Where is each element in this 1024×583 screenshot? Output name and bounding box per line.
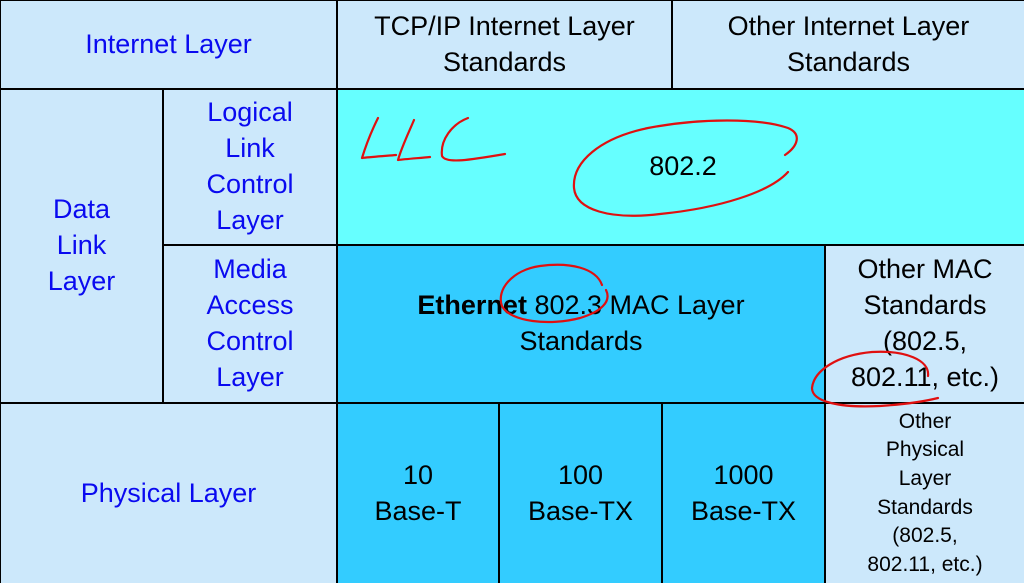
phys-1000base-tx-cell: 1000 Base-TX: [663, 404, 824, 583]
internet-layer-text: Internet Layer: [85, 28, 252, 59]
tcpip-internet-standards-cell: TCP/IP Internet Layer Standards: [338, 1, 671, 88]
other-internet-standards-cell: Other Internet Layer Standards: [673, 1, 1024, 88]
tcpip-internet-standards-text: TCP/IP Internet Layer Standards: [374, 10, 635, 77]
llc-layer-text: Logical Link Control Layer: [206, 97, 294, 235]
mac-standards-rest: 802.3 MAC Layer Standards: [519, 290, 745, 356]
llc-layer-label: Logical Link Control Layer: [164, 90, 336, 244]
phys-10base-t-cell: 10 Base-T: [338, 404, 498, 583]
internet-layer-label: Internet Layer: [1, 1, 336, 88]
other-mac-standards-cell: Other MAC Standards (802.5, 802.11, etc.…: [826, 246, 1024, 402]
other-internet-standards-text: Other Internet Layer Standards: [727, 10, 970, 77]
data-link-layer-label: Data Link Layer: [1, 90, 162, 402]
mac-layer-label: Media Access Control Layer: [164, 246, 336, 402]
ethernet-bold-label: Ethernet: [417, 290, 527, 321]
llc-standard-value: 802.2: [649, 151, 717, 182]
physical-layer-text: Physical Layer: [80, 477, 257, 508]
ethernet-mac-standards-text: Ethernet 802.3 MAC Layer Standards: [371, 288, 791, 360]
phys-100base-tx-text: 100 Base-TX: [527, 459, 634, 526]
mac-layer-text: Media Access Control Layer: [206, 254, 294, 392]
other-physical-standards-cell: Other Physical Layer Standards (802.5, 8…: [826, 404, 1024, 583]
physical-layer-label: Physical Layer: [1, 404, 336, 583]
llc-standard-cell: 802.2: [338, 90, 1024, 244]
phys-100base-tx-cell: 100 Base-TX: [500, 404, 661, 583]
phys-1000base-tx-text: 1000 Base-TX: [690, 459, 797, 526]
ethernet-mac-standards-cell: Ethernet 802.3 MAC Layer Standards: [338, 246, 824, 402]
data-link-layer-text: Data Link Layer: [47, 194, 116, 296]
other-mac-standards-text: Other MAC Standards (802.5, 802.11, etc.…: [850, 254, 1000, 392]
phys-10base-t-text: 10 Base-T: [374, 459, 462, 526]
other-physical-standards-text: Other Physical Layer Standards (802.5, 8…: [867, 409, 983, 576]
